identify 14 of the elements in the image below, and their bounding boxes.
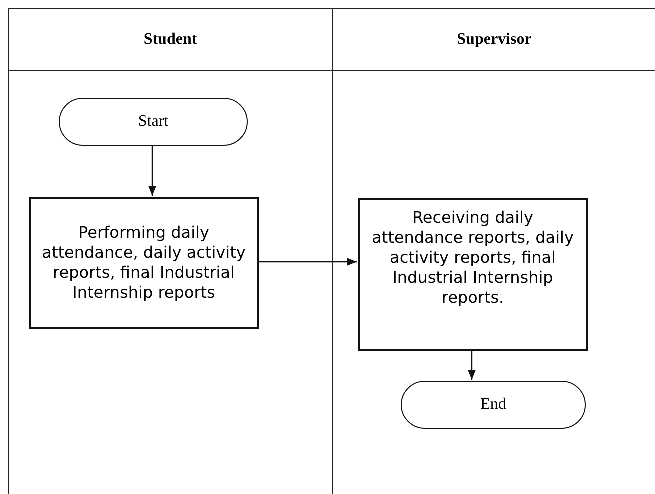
node-text: Performing daily attendance, daily activity reports, final Industrial Internship reports <box>41 223 247 303</box>
process-box <box>358 198 588 351</box>
process-box <box>29 197 259 329</box>
terminator <box>59 98 248 146</box>
node-text: Receiving daily attendance reports, daily activity reports, final Industrial Internship reports. <box>371 208 575 308</box>
arrow <box>468 350 476 380</box>
node-text: Start <box>138 113 169 131</box>
node-text: Student <box>144 30 198 48</box>
node-text: End <box>480 396 506 414</box>
arrow <box>258 258 357 266</box>
node-text: Supervisor <box>457 30 532 48</box>
arrow <box>148 145 156 196</box>
terminator <box>401 381 586 429</box>
swimlane <box>8 8 333 494</box>
